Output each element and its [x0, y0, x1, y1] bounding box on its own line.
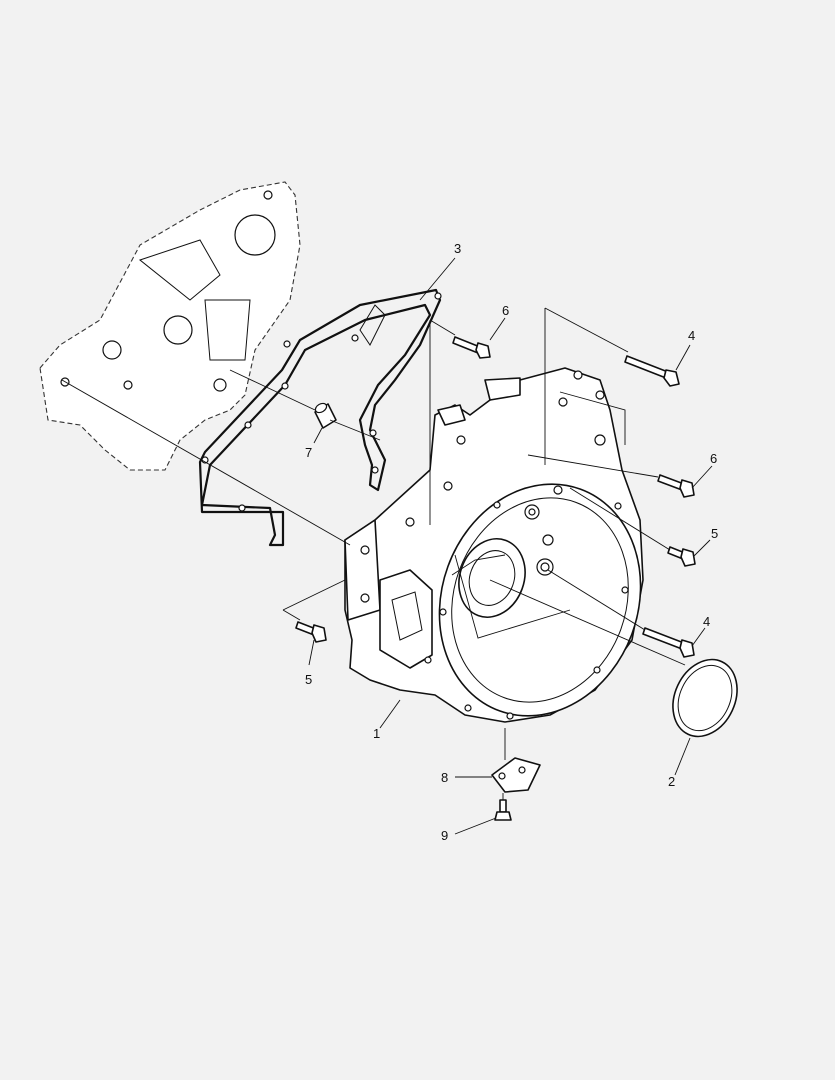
callout-2: 2 [668, 774, 675, 789]
assembly-lines [61, 307, 686, 800]
bolt-4-right [642, 627, 695, 658]
rear-seal-ring [672, 658, 738, 738]
leader-lines [308, 257, 713, 835]
callout-9: 9 [441, 828, 448, 843]
bolt-5-left [295, 621, 327, 643]
callout-3: 3 [454, 241, 461, 256]
bolt-5-right [667, 546, 696, 567]
callout-5-right: 5 [711, 526, 718, 541]
bolt-6-right [657, 474, 695, 498]
callout-5-left: 5 [305, 672, 312, 687]
callout-7: 7 [305, 445, 312, 460]
bolt-6-top [452, 336, 491, 359]
callout-8: 8 [441, 770, 448, 785]
bolt-4-top [624, 355, 680, 387]
callout-6-top: 6 [502, 303, 509, 318]
callout-1: 1 [373, 726, 380, 741]
callout-6-right: 6 [710, 451, 717, 466]
callout-4-right: 4 [703, 614, 710, 629]
timing-cover-ghost [39, 181, 301, 471]
callout-4-top: 4 [688, 328, 695, 343]
callout-labels: 1 2 3 4 4 5 5 6 6 7 8 9 [305, 241, 718, 843]
dowel-pin [314, 402, 337, 429]
flywheel-housing [344, 367, 644, 723]
cover-screw [494, 799, 512, 821]
cover-plate [491, 757, 541, 793]
